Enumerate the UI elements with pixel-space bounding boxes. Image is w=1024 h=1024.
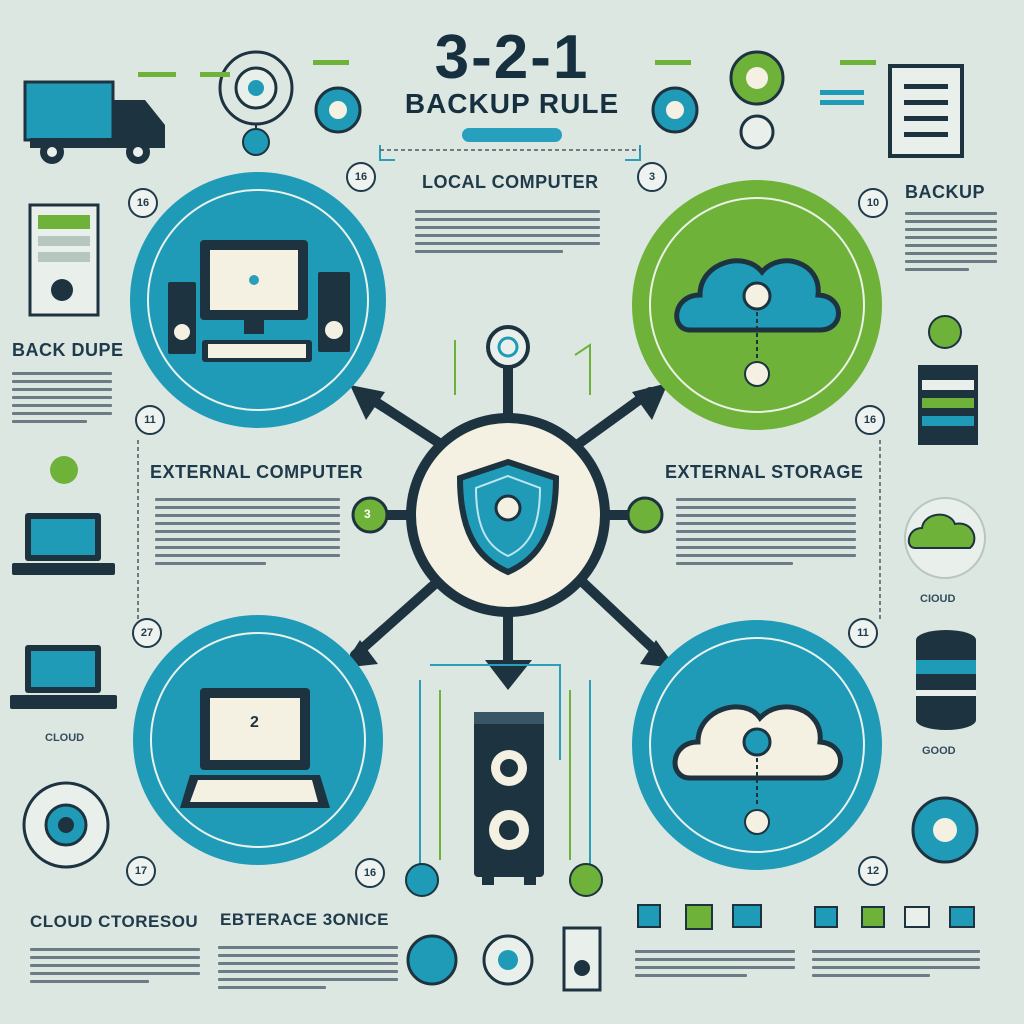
hub-marker-left: 3: [364, 507, 371, 521]
central-hub: [406, 413, 610, 617]
body-text-bottom-right-b: [812, 950, 980, 982]
cloud-small-icon: [904, 497, 986, 579]
laptop-icon: [180, 688, 330, 808]
body-text-storage-service: [218, 946, 398, 994]
external-storage-cloud-circle: [632, 620, 882, 870]
body-text-back-dupe: [12, 372, 112, 428]
dash-marks: [138, 60, 876, 77]
right-node-icon: [626, 496, 664, 534]
green-guide-lines: [439, 340, 591, 860]
heading-external-computer: EXTERNAL COMPUTER: [150, 462, 364, 482]
heading-back-dupe: BACK DUPE: [12, 340, 124, 360]
node-icon: [739, 114, 775, 150]
heading-cloud-storage: CLOUD CTORESOU: [30, 912, 199, 931]
dashed-frame-lines: [137, 149, 881, 620]
backup-cloud-circle: [632, 180, 882, 430]
badge-number: 3: [637, 162, 667, 192]
heading-backup: BACKUP: [905, 182, 986, 202]
body-text-local-computer: [415, 210, 600, 258]
shield-small-icon: [928, 315, 962, 349]
badge-number: 11: [848, 618, 878, 648]
cloud-icon: [674, 258, 841, 387]
badge-number: 16: [128, 188, 158, 218]
lock-node-icon: [242, 128, 270, 156]
heart-shield-icon: [406, 934, 458, 986]
title-tag: [462, 128, 562, 142]
database-icon: [916, 630, 976, 730]
laptop-icon: [12, 513, 115, 575]
mobile-device-icon: [562, 926, 602, 992]
guide-lines: [379, 145, 641, 870]
body-text-backup: [905, 212, 997, 276]
badge-number: 16: [346, 162, 376, 192]
leaf-icon: [50, 456, 78, 484]
body-text-cloud-storage: [30, 948, 200, 988]
server-tower-icon: [474, 712, 544, 885]
body-text-external-storage: [676, 498, 856, 570]
bottom-left-node-icon: [405, 863, 439, 897]
heading-local-computer: LOCAL COMPUTER: [422, 172, 599, 192]
left-node-icon: [351, 496, 389, 534]
local-computer-circle: [130, 172, 386, 428]
truck-icon: [23, 80, 165, 164]
server-rack-icon: [918, 365, 978, 445]
bottom-right-node-icon: [569, 863, 603, 897]
badge-number: 27: [132, 618, 162, 648]
compass-icon: [22, 781, 110, 869]
laptop-icon: [10, 645, 117, 709]
laptop-screen-label: 2: [250, 714, 259, 731]
top-node-icon: [486, 325, 530, 369]
small-tile-icons: [637, 904, 975, 930]
page-title: 3-2-1: [434, 23, 590, 92]
badge-number: 10: [858, 188, 888, 218]
document-icon: [888, 64, 964, 158]
badge-number: 17: [126, 856, 156, 886]
dash-marks-teal: [820, 90, 864, 105]
badge-number: 16: [855, 405, 885, 435]
heading-external-storage: EXTERNAL STORAGE: [665, 462, 864, 482]
badge-number: 16: [355, 858, 385, 888]
label-cloud-left: CLOUD: [45, 732, 85, 744]
badge-number: 12: [858, 856, 888, 886]
label-good: GOOD: [922, 745, 956, 757]
page-subtitle: BACKUP RULE: [404, 88, 620, 119]
heading-storage-service: EBTERACE 3ONICE: [220, 910, 390, 929]
label-cloud-right: CIOUD: [920, 593, 956, 605]
body-text-external-computer: [155, 498, 340, 570]
desktop-computer-icon: [168, 240, 350, 362]
storage-device-icon: [28, 203, 100, 317]
body-text-bottom-right-a: [635, 950, 795, 982]
shield-icon: [456, 458, 560, 576]
cloud-icon: [672, 704, 843, 835]
badge-number: 11: [135, 405, 165, 435]
external-computer-circle: [133, 615, 383, 865]
